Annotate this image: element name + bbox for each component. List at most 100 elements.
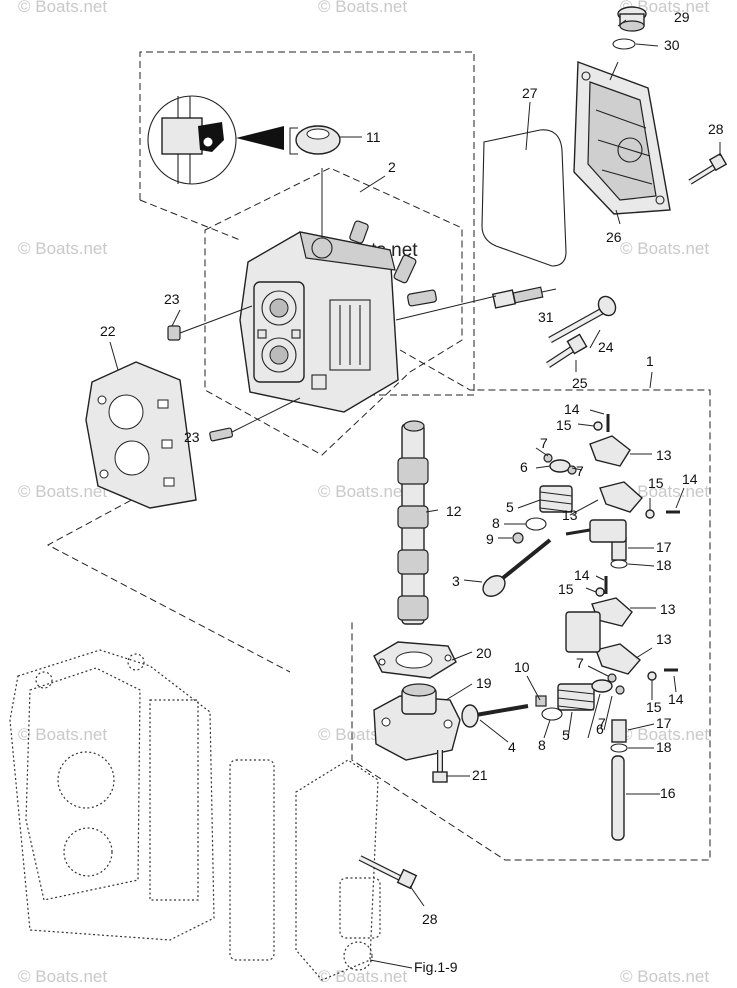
callout-15-c: 15 (558, 581, 574, 597)
callouts: 11 2 27 29 30 28 26 23 22 31 24 25 1 23 … (100, 9, 724, 975)
part-16-push-rod (611, 755, 625, 841)
callout-20: 20 (476, 645, 492, 661)
callout-8-a: 8 (492, 515, 500, 531)
callout-18-b: 18 (656, 739, 672, 755)
callout-23-lower: 23 (184, 429, 200, 445)
part-6-retainer-upper (549, 459, 571, 473)
part-12-camshaft (397, 420, 429, 625)
callout-16: 16 (660, 785, 676, 801)
watermark-row3-center: © Boats.net (318, 482, 407, 501)
part-18-washer-upper (610, 559, 628, 569)
callout-26: 26 (606, 229, 622, 245)
part-20-gasket (373, 641, 457, 679)
callout-28-upper: 28 (708, 121, 724, 137)
watermark-bottom-center: © Boats.net (318, 967, 407, 986)
callout-28-lower: 28 (422, 911, 438, 927)
part-dowel-pin (407, 289, 437, 307)
part-15-nut-d (647, 671, 657, 681)
boundary-gasket-to-block (46, 489, 291, 673)
watermark-row2-right: © Boats.net (620, 239, 709, 258)
callout-2: 2 (388, 159, 396, 175)
watermark-bottom-right: © Boats.net (620, 967, 709, 986)
callout-3: 3 (452, 573, 460, 589)
part-19-housing (373, 683, 461, 761)
callout-7-c: 7 (576, 655, 584, 671)
callout-7-a: 7 (540, 435, 548, 451)
part-5-spring-lower (557, 683, 595, 711)
callout-9: 9 (486, 531, 494, 547)
callout-14-a: 14 (564, 401, 580, 417)
inset-detail (147, 95, 341, 185)
callout-5-a: 5 (506, 499, 514, 515)
callout-12: 12 (446, 503, 462, 519)
part-15-nut-b (645, 509, 655, 519)
part-9-seal (512, 532, 524, 544)
part-15-nut-c (595, 587, 605, 597)
callout-15-b: 15 (648, 475, 664, 491)
callout-30: 30 (664, 37, 680, 53)
inset-seal-icon (198, 122, 224, 152)
part-plug-small (349, 220, 369, 244)
callout-8-b: 8 (538, 737, 546, 753)
callout-17-a: 17 (656, 539, 672, 555)
part-13-rocker-d (595, 643, 642, 675)
callout-17-b: 17 (656, 715, 672, 731)
crankcase-block (9, 649, 381, 981)
callout-10: 10 (514, 659, 530, 675)
callout-25: 25 (572, 375, 588, 391)
part-31-spark-plug (491, 286, 557, 309)
watermark-row4-left: © Boats.net (18, 725, 107, 744)
callout-11: 11 (366, 129, 381, 145)
callout-15-d: 15 (646, 699, 662, 715)
callout-1: 1 (646, 353, 654, 369)
callout-6-b: 6 (596, 721, 604, 737)
callout-22: 22 (100, 323, 116, 339)
part-24-bolt (548, 295, 617, 344)
part-29-cap (617, 6, 647, 32)
callout-14-d: 14 (668, 691, 684, 707)
callout-15-a: 15 (556, 417, 572, 433)
callout-6-a: 6 (520, 459, 528, 475)
boundary-valve-group-1 (351, 349, 711, 861)
part-28-bolt-lower (358, 855, 418, 890)
callout-7-d: 7 (598, 715, 606, 731)
callout-23-upper: 23 (164, 291, 180, 307)
assembly-boundaries (46, 51, 711, 861)
callout-24: 24 (598, 339, 614, 355)
callout-19: 19 (476, 675, 492, 691)
part-21-bolt (432, 750, 448, 783)
part-30-washer (612, 38, 636, 50)
part-23-pin-lower (209, 427, 234, 442)
watermark-top-center: © Boats.net (318, 0, 407, 16)
watermark-bottom-left: © Boats.net (18, 967, 107, 986)
part-3-valve (482, 538, 552, 597)
callout-4: 4 (508, 739, 516, 755)
part-10-seal (535, 695, 547, 707)
part-22-head-gasket (85, 361, 197, 509)
figure-label: Fig.1-9 (414, 959, 458, 975)
part-13-rocker-b (599, 481, 643, 513)
head-small-parts (167, 220, 557, 442)
part-6-retainer-lower (591, 679, 613, 693)
callout-21: 21 (472, 767, 488, 783)
part-plug-mid (393, 254, 417, 284)
inset-arrow-icon (236, 126, 284, 150)
callout-18-a: 18 (656, 557, 672, 573)
watermark-row2-left: © Boats.net (18, 239, 107, 258)
callout-13-a: 13 (656, 447, 672, 463)
watermark-top-left: © Boats.net (18, 0, 107, 16)
watermark-row3-right: © Boats.net (620, 482, 709, 501)
boundary-upper-diagonal (139, 199, 241, 241)
part-26-head-cover (573, 61, 671, 215)
callout-27: 27 (522, 85, 538, 101)
part-13-rocker-a (589, 435, 631, 467)
part-17-spring-lower (611, 719, 627, 743)
leader-lines (109, 19, 721, 969)
watermark-row4-right: © Boats.net (620, 725, 709, 744)
callout-13-d: 13 (656, 631, 672, 647)
callout-13-c: 13 (660, 601, 676, 617)
part-25-bolt (546, 333, 588, 368)
callout-13-b: 13 (562, 507, 578, 523)
inset-circle (147, 95, 237, 185)
